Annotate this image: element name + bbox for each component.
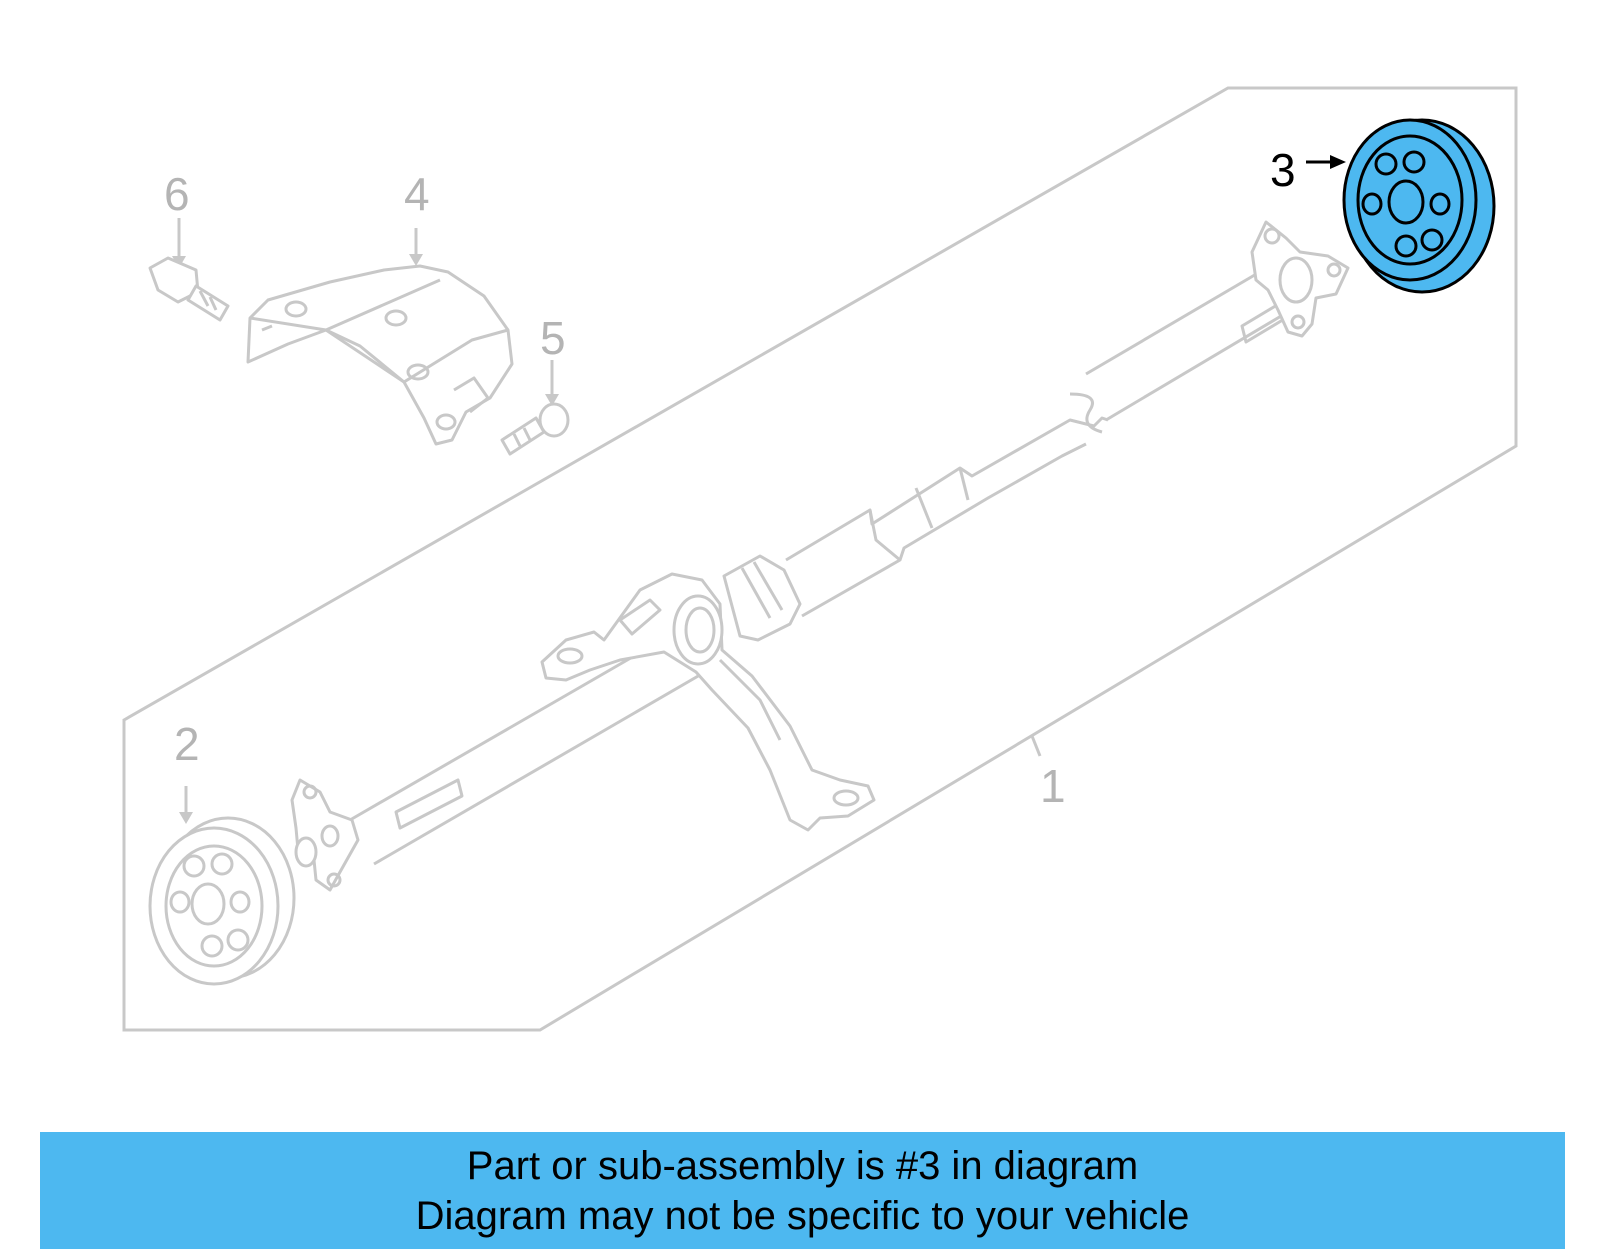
part-5-bolt <box>500 360 570 456</box>
part-2-flex-disc <box>148 786 296 986</box>
caption-line-1: Part or sub-assembly is #3 in diagram <box>466 1143 1139 1188</box>
part-4-bracket <box>246 228 514 446</box>
caption-bar: Part or sub-assembly is #3 in diagram Di… <box>40 1132 1565 1249</box>
part-1-driveshaft <box>290 220 1350 892</box>
callout-6: 6 <box>164 168 190 220</box>
assembly-boundary <box>122 86 1518 1032</box>
callout-5: 5 <box>540 312 566 364</box>
callout-4: 4 <box>404 168 430 220</box>
part-3-flex-disc-highlighted[interactable] <box>1342 118 1496 294</box>
caption-line-2: Diagram may not be specific to your vehi… <box>415 1193 1190 1238</box>
callout-2: 2 <box>174 718 200 770</box>
part-6-bolt <box>148 218 230 322</box>
arrow-3 <box>1306 155 1346 169</box>
callout-3[interactable]: 3 <box>1270 144 1296 196</box>
callout-1: 1 <box>1040 760 1066 812</box>
